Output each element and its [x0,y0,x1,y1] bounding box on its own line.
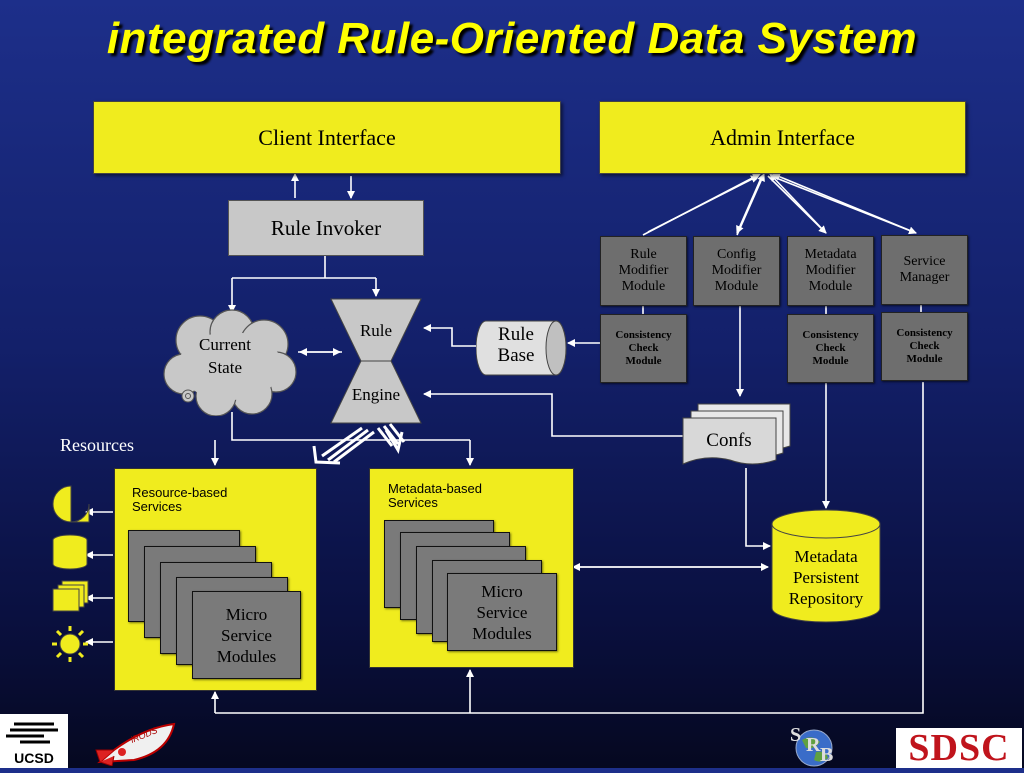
srb-globe-icon [795,729,833,767]
metadata-repo-line2: Persistent [792,568,860,587]
irods-rocket-icon [95,722,176,767]
sdsc-logo: SDSC [896,727,1022,769]
ucsd-emblem-icon [6,722,58,744]
metadata-repo-line1: Metadata [794,547,858,566]
metadata-repo-line3: Repository [788,589,864,608]
ucsd-logo: UCSD [0,714,68,768]
rule-base-line1: Rule [498,324,534,345]
disk-resource-icon [52,485,90,523]
rule-engine-top-label: Rule [359,321,393,340]
confs-label: Confs [706,430,752,451]
resource-icons [52,485,90,662]
database-resource-icon [52,534,88,570]
srb-logo: S R B [788,724,840,768]
files-resource-icon [52,580,89,612]
current-state-line2: State [208,358,242,377]
sun-resource-icon [52,626,88,662]
srb-r-text: R [806,734,821,756]
rule-base-label: Rule Base [484,324,548,366]
irods-logo: iRODS [94,722,178,767]
current-state-label: Current State [180,333,270,379]
rule-engine-bottom-label: Engine [351,385,401,404]
current-state-cloud [163,309,297,416]
metadata-repository-cylinder [771,509,881,623]
metadata-repository-label: Metadata Persistent Repository [772,546,880,609]
rule-invoker-box: Rule Invoker [228,200,424,256]
confs-documents [682,403,791,465]
client-interface-box: Client Interface [93,101,561,174]
current-state-line1: Current [199,335,251,354]
ucsd-text: UCSD [14,750,54,766]
resources-label: Resources [60,435,134,455]
page-title: integrated Rule-Oriented Data System [106,14,918,63]
srb-s-text: S [790,724,802,746]
rule-engine-shape [330,298,422,424]
rule-base-cylinder [476,320,567,376]
admin-interface-box: Admin Interface [599,101,966,174]
srb-b-text: B [820,744,834,766]
rule-base-line2: Base [497,345,535,366]
